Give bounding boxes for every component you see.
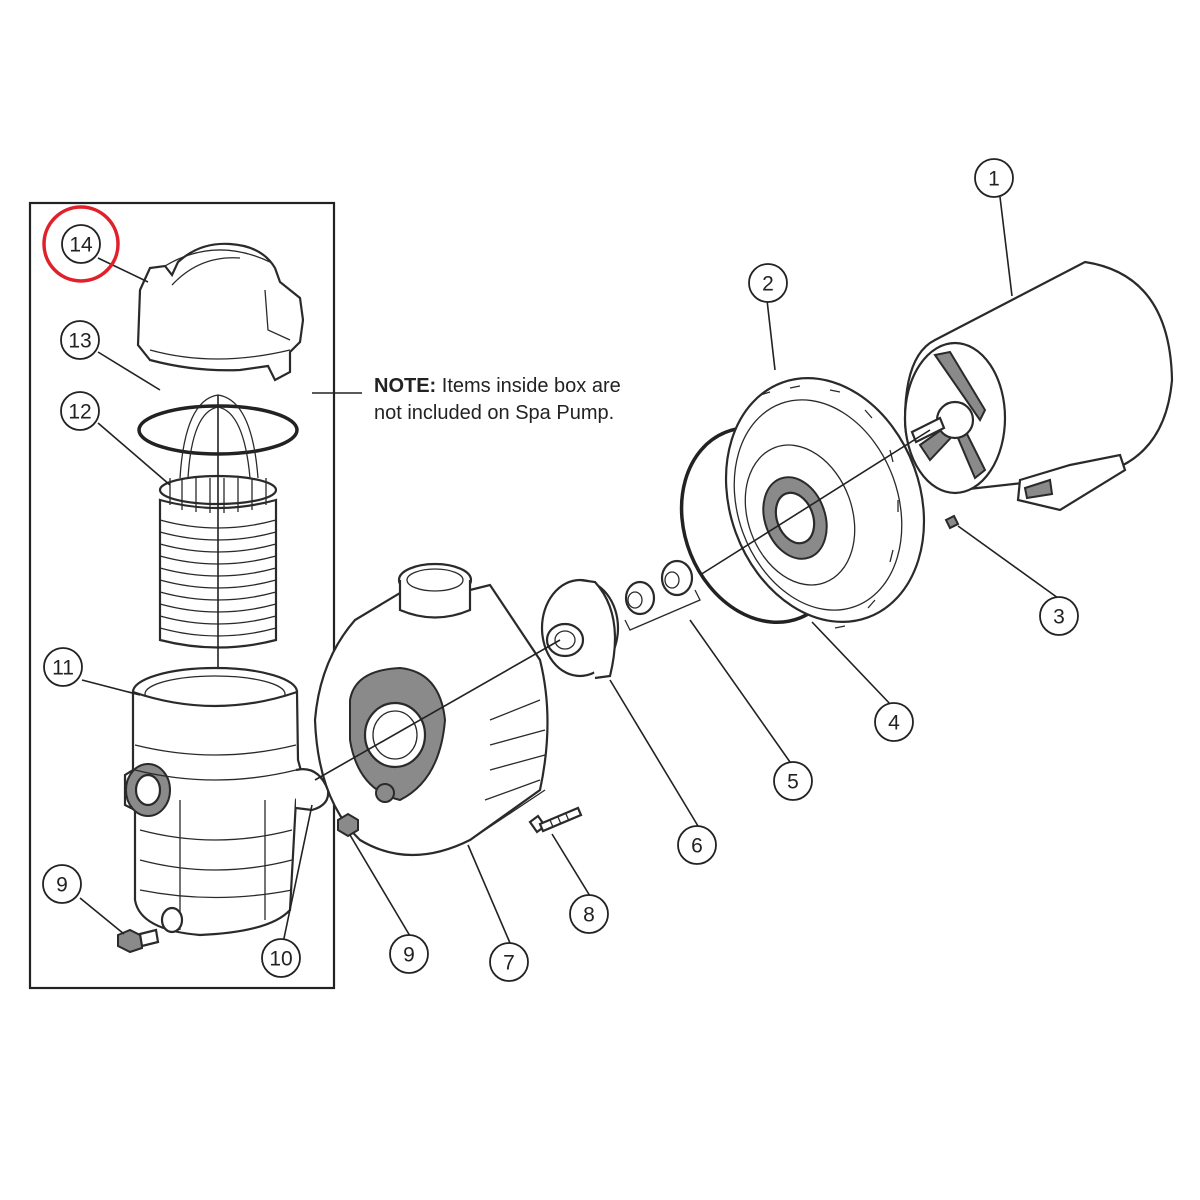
callout-10: 10	[261, 938, 301, 978]
impeller	[540, 578, 620, 680]
pump-body	[313, 562, 549, 856]
highlight-ring	[42, 205, 120, 283]
svg-text:10: 10	[269, 948, 292, 971]
body-bolt	[337, 812, 359, 838]
svg-text:14: 14	[69, 234, 93, 257]
svg-text:5: 5	[787, 771, 799, 794]
callout-11: 11	[43, 647, 83, 687]
callout-1: 1	[974, 158, 1014, 198]
seal-plate	[724, 377, 926, 629]
svg-text:3: 3	[1053, 606, 1065, 629]
svg-text:4: 4	[888, 712, 900, 735]
callout-9-middle: 9	[389, 934, 429, 974]
svg-text:6: 6	[691, 835, 703, 858]
svg-text:8: 8	[583, 904, 595, 927]
callout-13: 13	[60, 320, 100, 360]
svg-text:1: 1	[988, 168, 1000, 191]
callout-8: 8	[569, 894, 609, 934]
svg-text:7: 7	[503, 952, 515, 975]
strainer-assembly-box	[28, 201, 336, 990]
svg-text:11: 11	[52, 657, 74, 680]
callout-6: 6	[677, 825, 717, 865]
note-line-1: Items inside box are	[441, 375, 621, 397]
callout-12: 12	[60, 391, 100, 431]
callout-14: 14	[61, 224, 101, 264]
strainer-housing	[123, 666, 330, 937]
callout-3: 3	[1039, 596, 1079, 636]
screw	[528, 806, 583, 834]
svg-text:9: 9	[56, 874, 68, 897]
callout-5: 5	[773, 761, 813, 801]
callout-7: 7	[489, 942, 529, 982]
callout-4: 4	[874, 702, 914, 742]
note-text: NOTE: Items inside box are not included …	[374, 373, 621, 427]
note-label: NOTE:	[374, 375, 437, 397]
motor	[903, 260, 1174, 512]
note-line-2: not included on Spa Pump.	[374, 402, 615, 424]
svg-text:12: 12	[68, 401, 91, 424]
motor-small-screw	[944, 514, 960, 530]
callout-2: 2	[748, 263, 788, 303]
callout-9-left: 9	[42, 864, 82, 904]
drain-plug-left	[117, 928, 160, 954]
svg-text:2: 2	[762, 273, 774, 296]
strainer-lid	[136, 242, 305, 382]
shaft-seal	[624, 559, 701, 631]
svg-text:13: 13	[68, 330, 91, 353]
svg-text:9: 9	[403, 944, 415, 967]
